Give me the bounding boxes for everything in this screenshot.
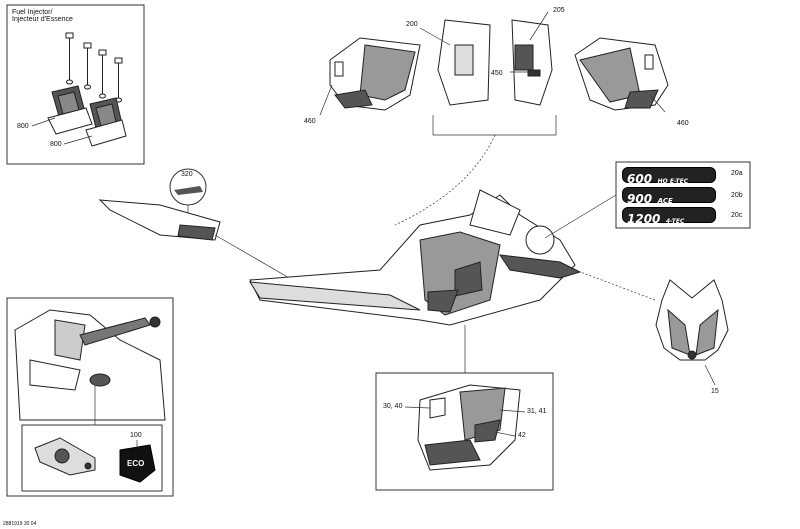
callout-450: 450	[491, 70, 503, 77]
callout-800b: 800	[50, 141, 62, 148]
handlebar-drawing	[14, 309, 166, 421]
callout-460-left: 460	[304, 118, 316, 125]
decal-600: 600 HO E-TEC	[622, 167, 716, 186]
eco-badge-text: ECO	[127, 459, 145, 468]
snowmobile-body	[249, 189, 582, 326]
fuel-injector-title-line2: Injecteur d'Essence	[12, 16, 73, 23]
side-panel-right	[574, 37, 669, 111]
fuel-injector-inset-frame	[6, 4, 145, 165]
emblem-logo	[174, 186, 203, 195]
callout-100: 100	[130, 432, 142, 439]
windshield-leader	[574, 269, 656, 301]
fuel-injector-title-line1: Fuel Injector/	[12, 9, 53, 16]
decal-900: 900 ACE	[622, 187, 716, 206]
fuel-injector-bolts	[65, 32, 123, 103]
footer-code: 2881919 30 04	[3, 521, 37, 527]
leader-800a	[31, 117, 56, 127]
callout-200: 200	[406, 21, 418, 28]
eco-badge-shape	[119, 444, 156, 483]
callout-800a: 800	[17, 123, 29, 130]
side-panel-left	[329, 37, 421, 111]
decal-1200-small: 4-TEC	[665, 218, 685, 225]
callout-31-41: 31, 41	[527, 408, 547, 415]
decal-1200: 1200 4-TEC	[622, 207, 716, 226]
tunnel-part	[98, 199, 221, 241]
callout-20c: 20c	[731, 212, 743, 219]
callout-15: 15	[711, 388, 719, 395]
side-panel-inner-left	[437, 19, 491, 106]
callout-320: 320	[181, 171, 193, 178]
callout-460-right: 460	[677, 120, 689, 127]
decal-600-small: HO E-TEC	[657, 178, 689, 185]
leader-15	[704, 364, 716, 386]
panel-leaders	[319, 11, 666, 226]
decal-900-small: ACE	[657, 197, 673, 205]
callout-30-40: 30, 40	[383, 403, 403, 410]
windshield-part	[655, 279, 729, 361]
callout-205: 205	[553, 7, 565, 14]
decal-600-big: 600	[627, 172, 653, 186]
decal-leader	[544, 194, 617, 239]
switch-housing	[34, 437, 96, 476]
fuel-injector-blocks	[47, 85, 127, 147]
detail-leaders	[404, 406, 526, 437]
callout-42: 42	[518, 432, 526, 439]
callout-20b: 20b	[731, 192, 743, 199]
decal-1200-big: 1200	[627, 212, 661, 226]
side-panel-detail-part	[417, 384, 521, 471]
decal-900-big: 900	[627, 192, 653, 206]
callout-20a: 20a	[731, 170, 743, 177]
side-panel-inner-right	[511, 19, 553, 106]
leader-800b	[63, 135, 93, 145]
